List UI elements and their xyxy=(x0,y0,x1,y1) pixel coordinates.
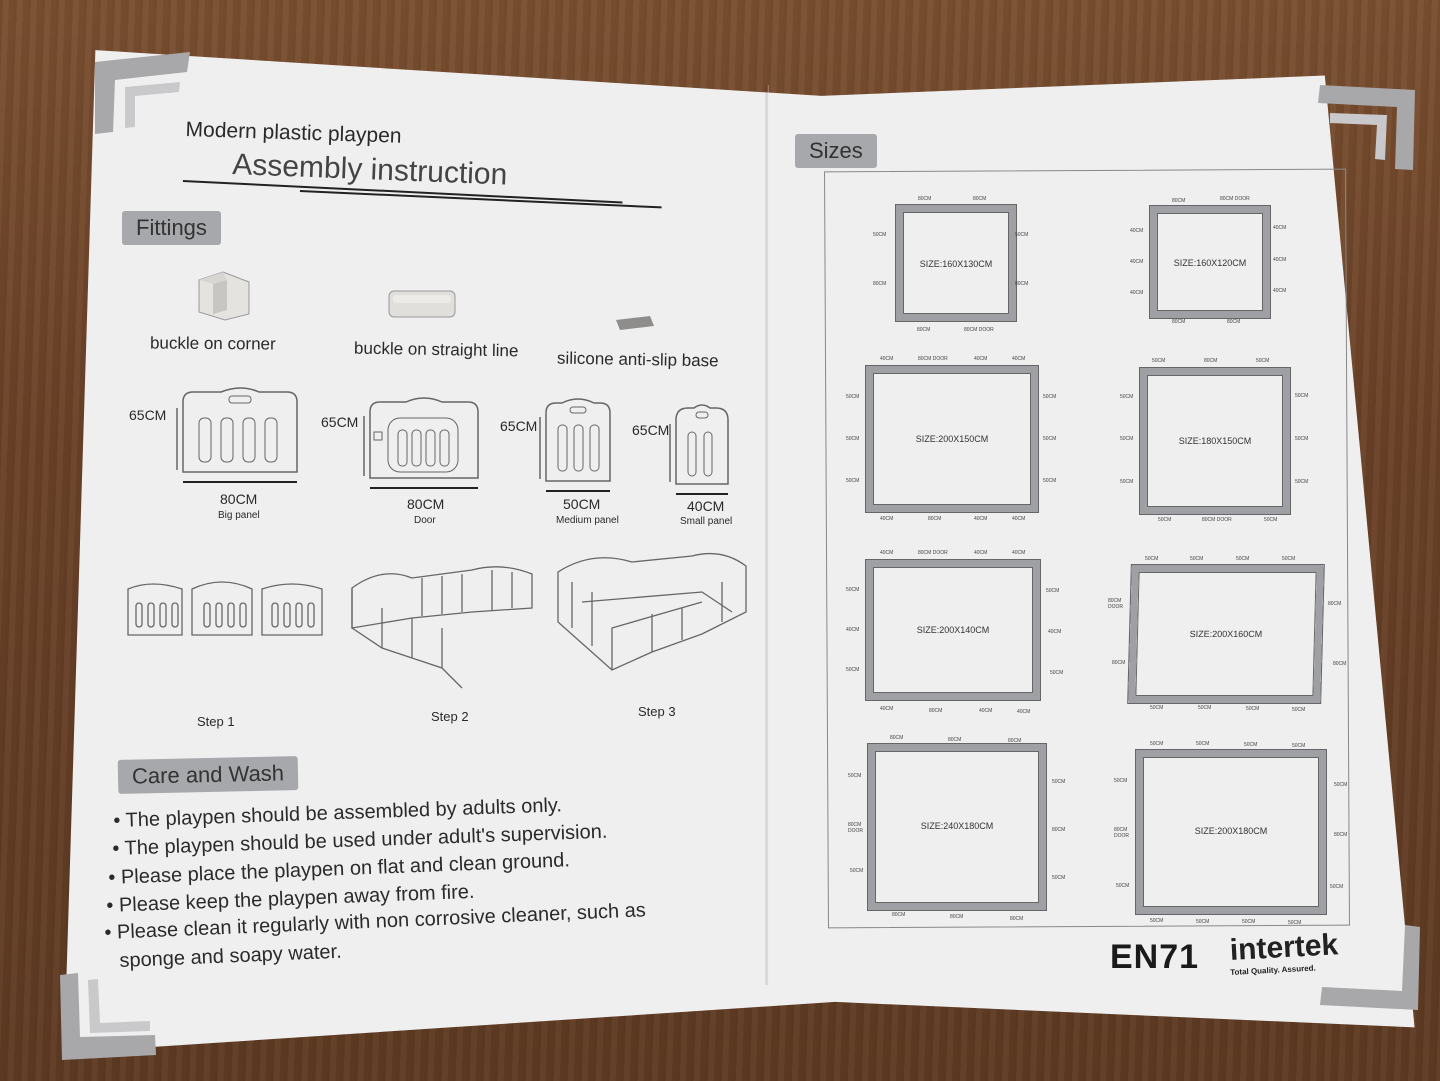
medium-panel-width: 50CM xyxy=(563,496,601,512)
corner-decoration-top-right xyxy=(1318,85,1415,170)
buckle-straight-icon xyxy=(388,290,456,318)
intertek-logo: intertek xyxy=(1229,928,1339,967)
step-1-label: Step 1 xyxy=(197,714,235,729)
size-plan-200x150: SIZE:200X150CM xyxy=(866,366,1038,512)
size-plan-200x160: SIZE:200X160CM xyxy=(1128,565,1324,703)
anti-slip-base-icon xyxy=(616,316,654,330)
door-width: 80CM xyxy=(407,496,445,512)
fittings-header: Fittings xyxy=(122,211,221,245)
size-plan-240x180: SIZE:240X180CM xyxy=(868,744,1046,910)
step-3-label: Step 3 xyxy=(638,704,676,719)
fitting-label-corner: buckle on corner xyxy=(149,333,276,354)
medium-panel-drawing xyxy=(539,398,611,492)
corner-decoration-top-left xyxy=(95,52,190,134)
size-plan-200x180: SIZE:200X180CM xyxy=(1136,750,1326,914)
step-1-drawing xyxy=(127,581,323,636)
fitting-label-straight: buckle on straight line xyxy=(353,338,519,361)
care-wash-header: Care and Wash xyxy=(117,756,299,794)
corner-decoration-bottom-left xyxy=(60,973,156,1060)
sizes-header: Sizes xyxy=(795,134,877,168)
buckle-corner-icon xyxy=(198,271,250,321)
size-plan-180x150: SIZE:180X150CM xyxy=(1140,368,1290,514)
medium-panel-height: 65CM xyxy=(500,418,538,434)
step-2-drawing xyxy=(351,566,533,689)
big-panel-width: 80CM xyxy=(220,491,258,507)
small-panel-name: Small panel xyxy=(680,516,733,527)
big-panel-drawing xyxy=(176,387,298,483)
size-plan-160x120: SIZE:160X120CM xyxy=(1150,206,1270,318)
size-plan-200x140: SIZE:200X140CM xyxy=(866,560,1040,700)
small-panel-width: 40CM xyxy=(687,498,725,514)
medium-panel-name: Medium panel xyxy=(556,515,619,526)
corner-decoration-bottom-right xyxy=(1320,925,1420,1010)
en71-mark: EN71 xyxy=(1110,938,1200,976)
instruction-sheet xyxy=(64,50,1415,1053)
door-panel-drawing xyxy=(363,397,479,489)
size-plan-160x130: SIZE:160X130CM xyxy=(896,205,1016,321)
step-3-drawing xyxy=(557,552,747,671)
door-name: Door xyxy=(414,515,436,526)
step-2-label: Step 2 xyxy=(431,709,469,724)
door-height: 65CM xyxy=(321,414,359,430)
big-panel-name: Big panel xyxy=(218,510,260,521)
big-panel-height: 65CM xyxy=(129,407,167,423)
small-panel-height: 65CM xyxy=(632,422,670,438)
fitting-label-base: silicone anti-slip base xyxy=(556,348,719,371)
page-fold xyxy=(765,85,769,985)
small-panel-drawing xyxy=(669,404,729,495)
